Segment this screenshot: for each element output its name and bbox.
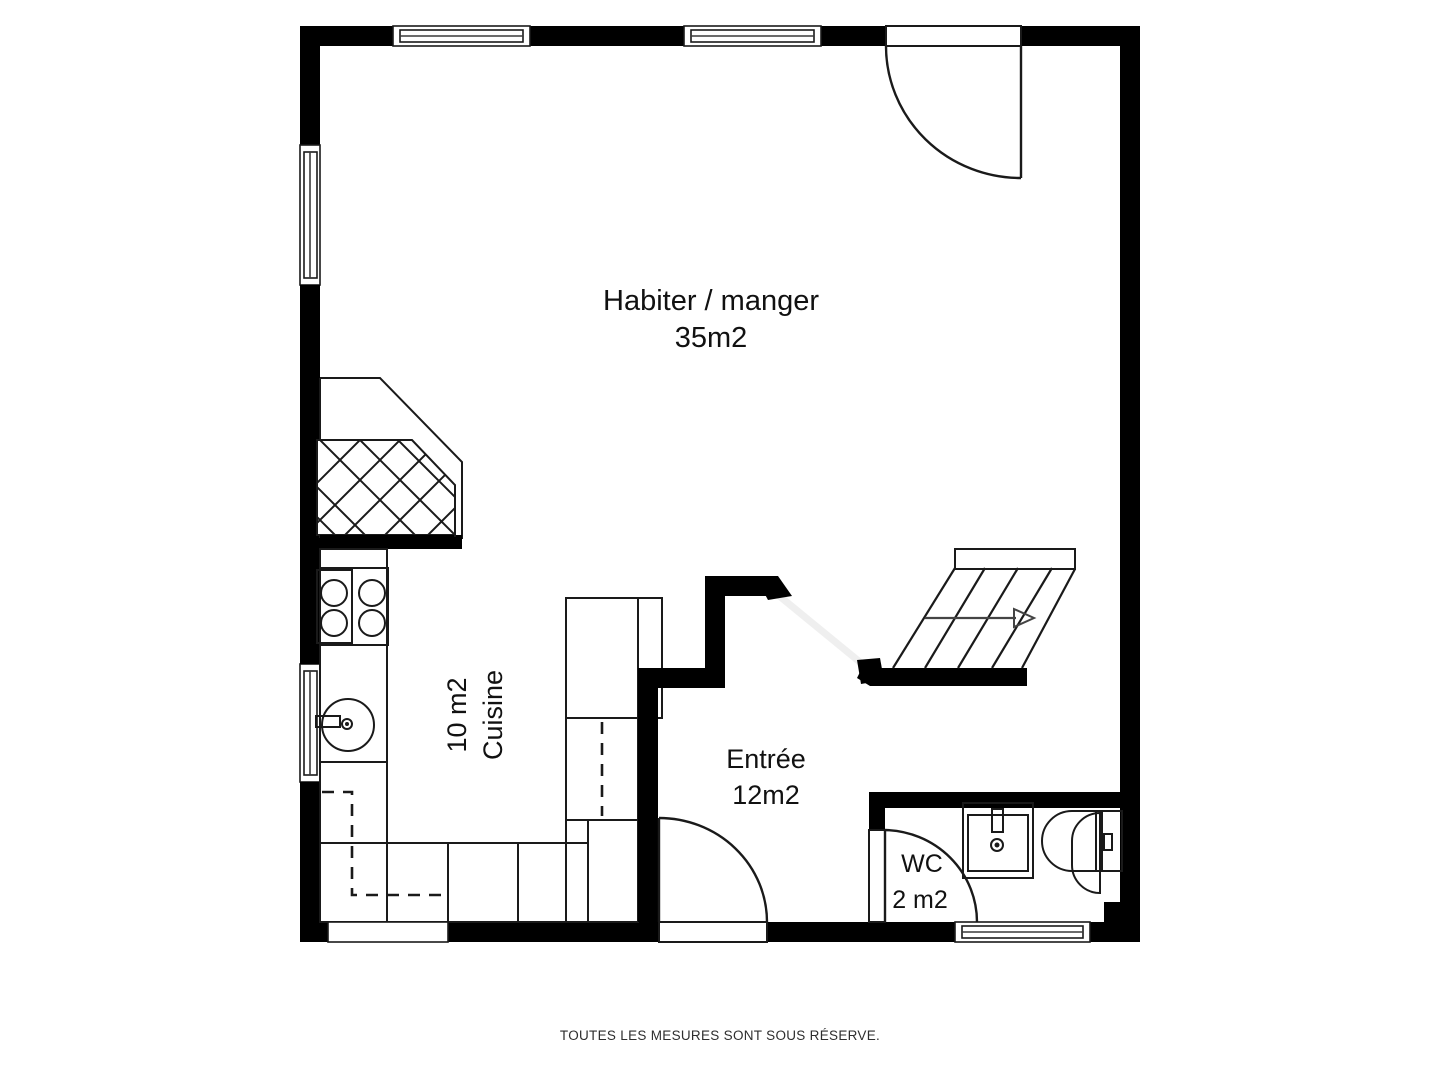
- label-entree-area: 12m2: [732, 780, 800, 810]
- interior-walls-entree: [638, 576, 775, 922]
- room-label-habiter-manger: Habiter / manger 35m2: [603, 285, 819, 354]
- floor-plan-canvas: Habiter / manger 35m2 Cuisine 10 m2 Entr…: [299, 25, 1140, 943]
- measurement-disclaimer: TOUTES LES MESURES SONT SOUS RÉSERVE.: [559, 1028, 881, 1043]
- cooktop-4-burner: [316, 567, 389, 646]
- wall-diagonal-nub-top: [755, 576, 792, 600]
- wc-toilet: [1040, 810, 1123, 895]
- window-left-upper: [299, 144, 321, 286]
- diagonal-partition: [769, 587, 875, 675]
- window-kitchen-bottom: [327, 921, 449, 943]
- fireplace-chimney: [316, 377, 463, 549]
- kitchen-sink: [315, 698, 375, 752]
- staircase: [857, 548, 1076, 686]
- door-wc: [868, 828, 979, 923]
- chimney-hatching: [317, 440, 455, 535]
- room-label-cuisine: Cuisine 10 m2: [442, 670, 508, 760]
- label-habiter-manger-name: Habiter / manger: [603, 285, 819, 317]
- wc-washbasin: [962, 802, 1034, 879]
- label-wc-area: 2 m2: [892, 886, 948, 914]
- label-entree-name: Entrée: [726, 744, 806, 774]
- label-habiter-manger-area: 35m2: [675, 322, 748, 354]
- door-top-right: [884, 25, 1023, 180]
- room-label-entree: Entrée 12m2: [726, 744, 806, 810]
- window-top-left: [392, 25, 531, 47]
- label-wc-name: WC: [901, 850, 943, 878]
- door-entree-main: [657, 816, 769, 943]
- wall-segment-left-lower: [300, 782, 320, 942]
- room-label-wc: WC 2 m2: [892, 850, 948, 914]
- wall-segment-left-upper: [300, 285, 320, 378]
- label-cuisine-name: Cuisine: [478, 670, 508, 760]
- window-top-center: [683, 25, 822, 47]
- floor-plan-svg: Habiter / manger 35m2 Cuisine 10 m2 Entr…: [299, 25, 1140, 943]
- label-cuisine-area: 10 m2: [442, 677, 472, 752]
- window-wc-bottom: [954, 921, 1091, 943]
- wall-segment-left-mid: [300, 538, 320, 664]
